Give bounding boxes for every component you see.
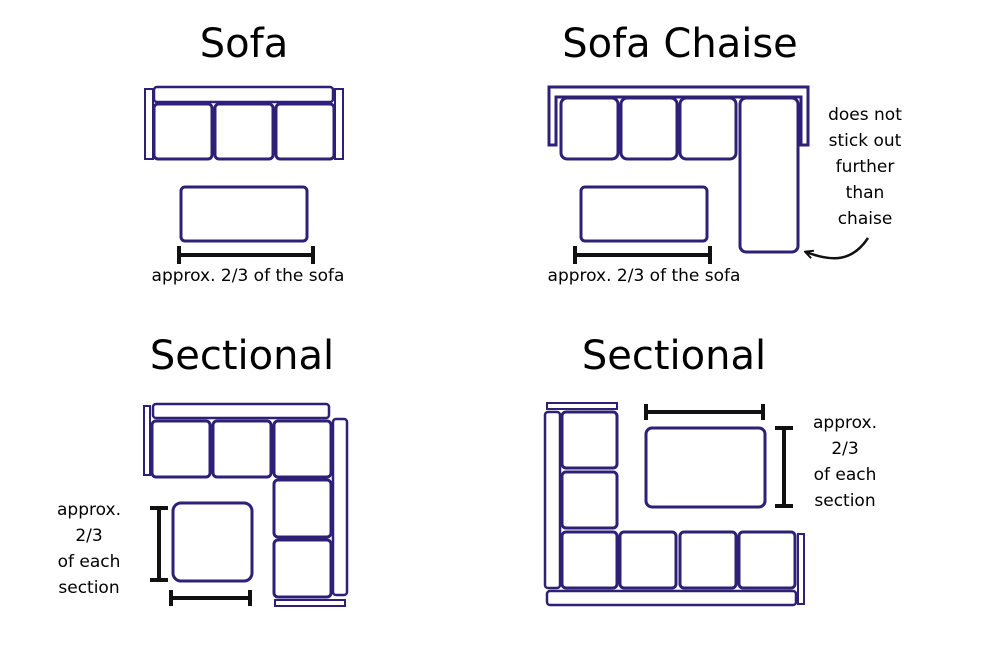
sectional-arm xyxy=(797,533,805,605)
sofa-chaise-cushion xyxy=(619,96,679,161)
chaise-note-line: chaise xyxy=(837,209,893,229)
sectional-back xyxy=(151,402,331,420)
dimension-line xyxy=(177,246,315,264)
dimension-line xyxy=(150,506,168,582)
sofa-chaise-frame xyxy=(547,85,810,147)
sectional-right-note-line: of each xyxy=(813,465,877,485)
sectional-right-note-line: section xyxy=(814,491,876,511)
coffee-table xyxy=(579,185,709,243)
sectional-cushion xyxy=(560,410,619,470)
sectional-arm xyxy=(274,599,346,607)
sofa-chaise-cushion xyxy=(678,96,738,161)
sectional-left-note: approx. 2/3 of each section xyxy=(57,497,121,601)
chaise-note: does not stick out further than chaise xyxy=(828,102,902,232)
sectional-cushion xyxy=(211,419,273,479)
sectional-right-note: approx. 2/3 of each section xyxy=(813,410,877,514)
sectional-cushion xyxy=(678,530,738,590)
sofa-title: Sofa xyxy=(199,21,289,67)
square-table xyxy=(171,501,254,583)
sofa-chaise-diagram xyxy=(547,85,870,264)
chaise-note-line: than xyxy=(845,183,885,203)
chaise-note-line: further xyxy=(835,157,895,177)
sectional-cushion xyxy=(560,530,619,590)
sectional-cushion xyxy=(560,470,619,530)
coffee-table xyxy=(644,426,767,509)
sectional-cushion xyxy=(618,530,678,590)
sofa-diagram xyxy=(144,85,344,264)
sofa-back xyxy=(152,85,335,104)
sofa-chaise-caption: approx. 2/3 of the sofa xyxy=(547,266,741,286)
dimension-line xyxy=(644,404,765,420)
sectional-left-diagram xyxy=(143,402,349,607)
sofa-caption: approx. 2/3 of the sofa xyxy=(151,266,345,286)
dimension-line xyxy=(573,246,712,264)
sectional-arm xyxy=(546,402,618,410)
sofa-cushion xyxy=(274,102,336,161)
sectional-cushion xyxy=(272,538,333,599)
sectional-back xyxy=(545,589,798,607)
sectional-right-note-line: 2/3 xyxy=(831,439,859,459)
sectional-cushion xyxy=(150,419,212,479)
sectional-left-title: Sectional xyxy=(149,333,335,379)
sofa-cushion xyxy=(152,102,214,161)
chaise-note-line: does not xyxy=(828,105,902,125)
curved-arrow xyxy=(806,237,870,260)
sectional-side-back xyxy=(331,417,349,597)
sofa-chaise-title: Sofa Chaise xyxy=(562,21,798,67)
dimension-line xyxy=(775,426,793,508)
sofa-chaise-cushion xyxy=(559,96,620,161)
sectional-left-note-line: approx. xyxy=(57,500,121,520)
sectional-arm xyxy=(143,405,151,476)
sectional-right-diagram xyxy=(543,402,805,607)
sectional-side-back xyxy=(543,410,562,590)
sectional-right-title: Sectional xyxy=(581,333,767,379)
sectional-cushion xyxy=(272,419,333,479)
dimension-line xyxy=(169,590,252,606)
sofa-right-arm xyxy=(334,88,344,160)
sectional-left-note-line: of each xyxy=(57,552,121,572)
coffee-table xyxy=(179,185,309,243)
sectional-cushion xyxy=(272,478,333,539)
sectional-cushion xyxy=(737,530,797,590)
sectional-left-note-line: section xyxy=(58,578,120,598)
sofa-left-arm xyxy=(144,88,154,160)
sectional-right-note-line: approx. xyxy=(813,413,877,433)
sofa-cushion xyxy=(213,102,275,161)
chaise-lounge xyxy=(738,96,800,254)
chaise-note-line: stick out xyxy=(828,131,902,151)
sectional-left-note-line: 2/3 xyxy=(75,526,103,546)
